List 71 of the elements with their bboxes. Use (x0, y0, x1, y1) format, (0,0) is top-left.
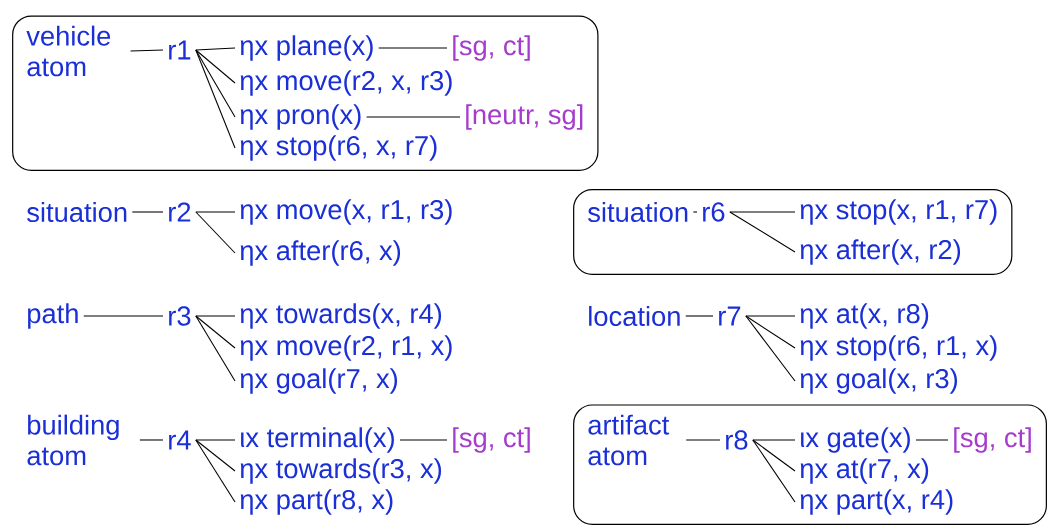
connector-line (195, 315, 236, 349)
predicate-label: ηx after(r6, x) (240, 240, 401, 266)
connector-line (195, 211, 236, 254)
predicate-label: ηx move(r2, r1, x) (240, 335, 452, 361)
referent-label: r2 (169, 202, 191, 222)
concept-label: situation (588, 201, 688, 223)
predicate-label: ηx move(x, r1, r3) (240, 199, 452, 225)
connector-line (729, 211, 796, 213)
predicate-label: ηx stop(r6, x, r7) (240, 135, 437, 161)
feature-label: [sg, ct] (453, 427, 530, 453)
predicate-label: ηx part(r8, x) (240, 489, 393, 515)
connector-line (195, 439, 236, 503)
referent-label: r4 (169, 430, 191, 450)
connector-line (729, 211, 796, 253)
connector-line (685, 315, 714, 317)
group-frame (573, 189, 1013, 275)
connector-line (745, 315, 796, 317)
predicate-label: ιx terminal(x) (241, 427, 394, 453)
predicate-label: ηx goal(r7, x) (240, 368, 398, 394)
connector-line (692, 211, 698, 213)
concept-label: building atom (27, 414, 119, 466)
connector-line (195, 49, 236, 149)
predicate-label: ηx stop(x, r1, r7) (800, 199, 997, 225)
connector-line (131, 211, 164, 213)
predicate-label: ηx stop(r6, r1, x) (800, 335, 997, 361)
connector-line (195, 315, 236, 382)
referent-label: r3 (169, 306, 191, 326)
predicate-label: ηx goal(x, r3) (800, 368, 957, 394)
connector-line (195, 439, 236, 441)
connector-line (685, 439, 721, 441)
connector-line (752, 439, 796, 441)
connector-line (195, 315, 236, 317)
concept-label: vehicle atom (26, 25, 111, 77)
predicate-label: ηx at(r7, x) (800, 458, 929, 484)
referent-label: r7 (719, 306, 741, 326)
connector-line (915, 439, 949, 441)
feature-label: [sg, ct] (453, 35, 530, 61)
concept-label: artifact atom (588, 414, 670, 466)
connector-line (195, 439, 236, 472)
group-frame (12, 15, 599, 171)
predicate-label: ιx gate(x) (801, 427, 910, 453)
concept-label: location (589, 305, 680, 327)
connector-line (745, 315, 796, 382)
predicate-label: ηx pron(x) (240, 104, 361, 130)
connector-line (195, 49, 236, 84)
connector-line (195, 47, 236, 51)
predicate-label: ηx move(r2, x, r3) (240, 70, 452, 96)
feature-label: [sg, ct] (954, 427, 1031, 453)
connector-line (195, 211, 236, 213)
connector-line (745, 315, 796, 349)
group-frame (573, 404, 1047, 525)
connector-line (83, 315, 164, 317)
referent-label: r1 (169, 40, 191, 60)
referent-label: r8 (726, 430, 748, 450)
connector-line (752, 439, 796, 503)
connector-line (378, 47, 448, 49)
concept-label: situation (27, 201, 127, 223)
predicate-label: ηx towards(x, r4) (240, 303, 442, 329)
connector-line (366, 116, 461, 118)
predicate-label: ηx towards(r3, x) (240, 458, 442, 484)
feature-label: [neutr, sg] (466, 104, 583, 130)
connector-line (752, 439, 796, 472)
connector-line (139, 439, 164, 441)
predicate-label: ηx plane(x) (240, 35, 373, 61)
predicate-label: ηx after(x, r2) (800, 239, 961, 265)
referent-label: r6 (703, 202, 725, 222)
predicate-label: ηx at(x, r8) (800, 303, 929, 329)
connector-line (130, 49, 164, 52)
concept-label: path (28, 303, 78, 329)
predicate-label: ηx part(x, r4) (800, 489, 953, 515)
connector-line (399, 439, 448, 441)
